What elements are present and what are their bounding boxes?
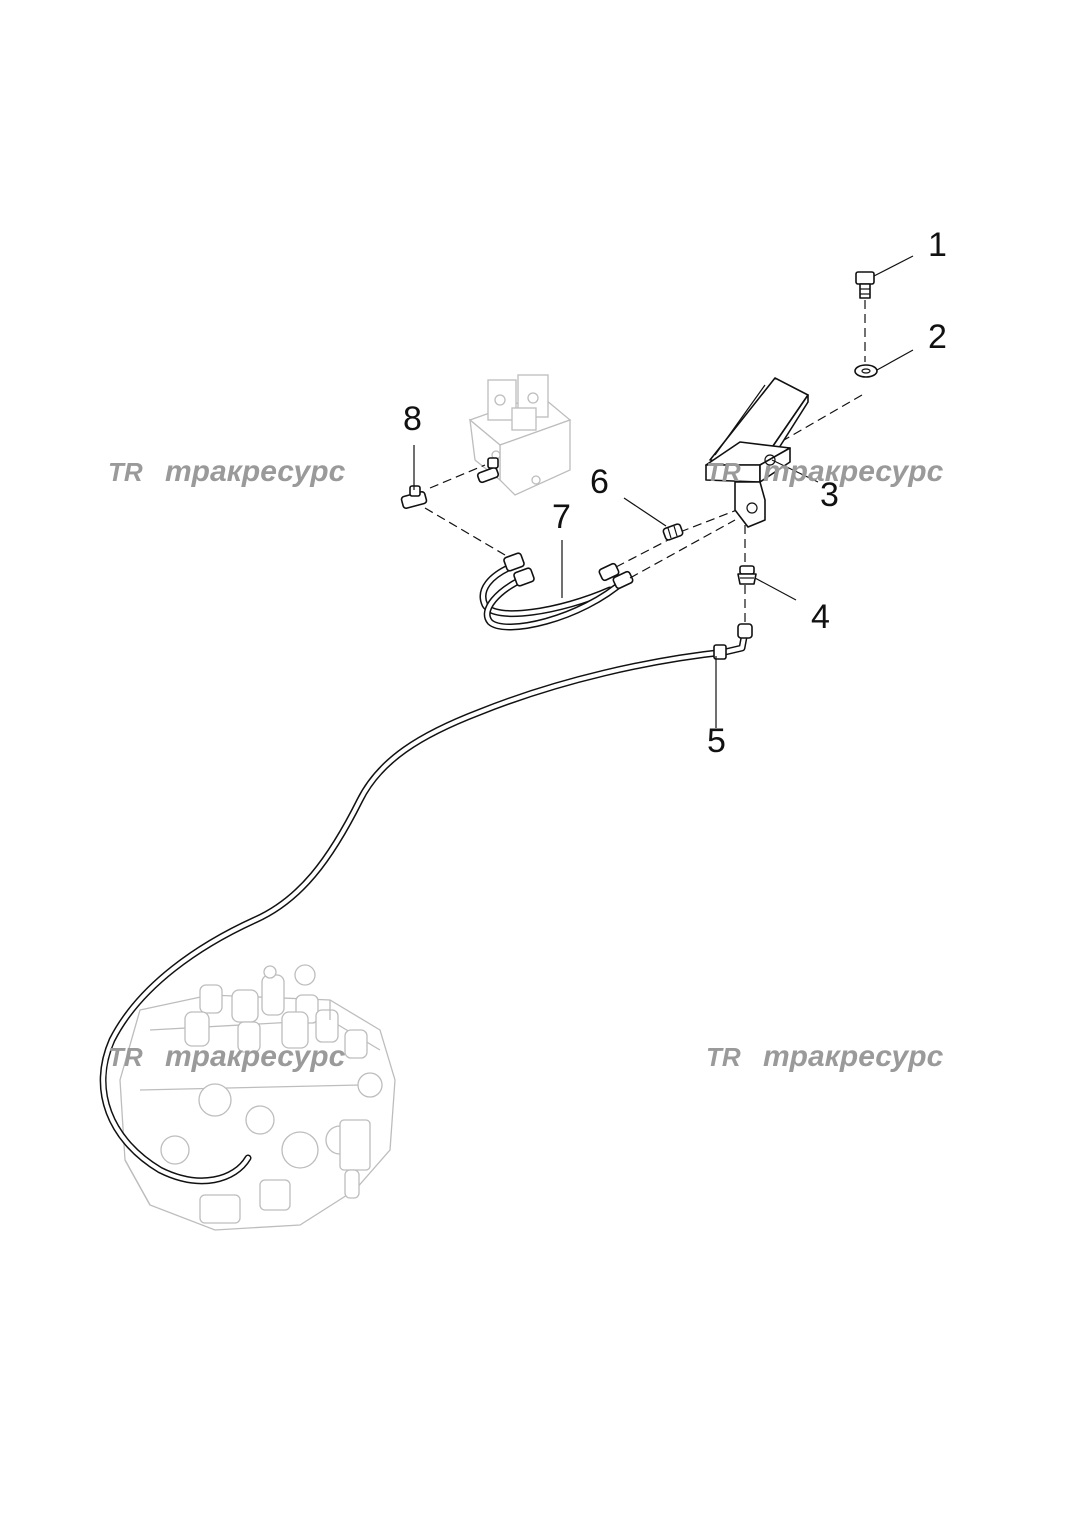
pilot-valve-block <box>468 374 572 496</box>
callout-numbers: 1 2 3 4 5 6 7 8 <box>403 226 947 760</box>
callout-2: 2 <box>928 318 947 356</box>
watermark-logo: TR <box>706 457 741 487</box>
callout-6: 6 <box>590 463 609 501</box>
bolt-icon[interactable] <box>855 271 875 299</box>
watermark-2: TR тракресурс <box>706 455 944 488</box>
tee-fitting-icon[interactable] <box>400 457 500 510</box>
watermark-3: TR тракресурс <box>108 1040 346 1073</box>
callout-7: 7 <box>552 498 571 536</box>
straight-fitting-icon[interactable] <box>662 523 684 541</box>
watermark-text: тракресурс <box>165 455 346 488</box>
watermark-1: TR тракресурс <box>108 455 346 488</box>
callout-8: 8 <box>403 400 422 438</box>
watermark-logo: TR <box>108 457 143 487</box>
leader-lines <box>413 255 914 728</box>
callout-1: 1 <box>928 226 947 264</box>
watermark-text: тракресурс <box>165 1040 346 1073</box>
callout-4: 4 <box>811 598 830 636</box>
watermark-text: тракресурс <box>763 455 944 488</box>
long-hose <box>99 623 753 1185</box>
callout-5: 5 <box>707 722 726 760</box>
watermark-logo: TR <box>108 1042 143 1072</box>
callout-3: 3 <box>820 476 839 514</box>
watermark-logo: TR <box>706 1042 741 1072</box>
watermark-4: TR тракресурс <box>706 1040 944 1073</box>
main-control-valve <box>119 964 396 1231</box>
washer-icon[interactable] <box>854 364 878 378</box>
hose-pair <box>479 552 634 631</box>
watermark-text: тракресурс <box>763 1040 944 1073</box>
foot-pedal-valve-icon[interactable] <box>705 377 809 528</box>
adapter-fitting-icon[interactable] <box>737 565 757 585</box>
